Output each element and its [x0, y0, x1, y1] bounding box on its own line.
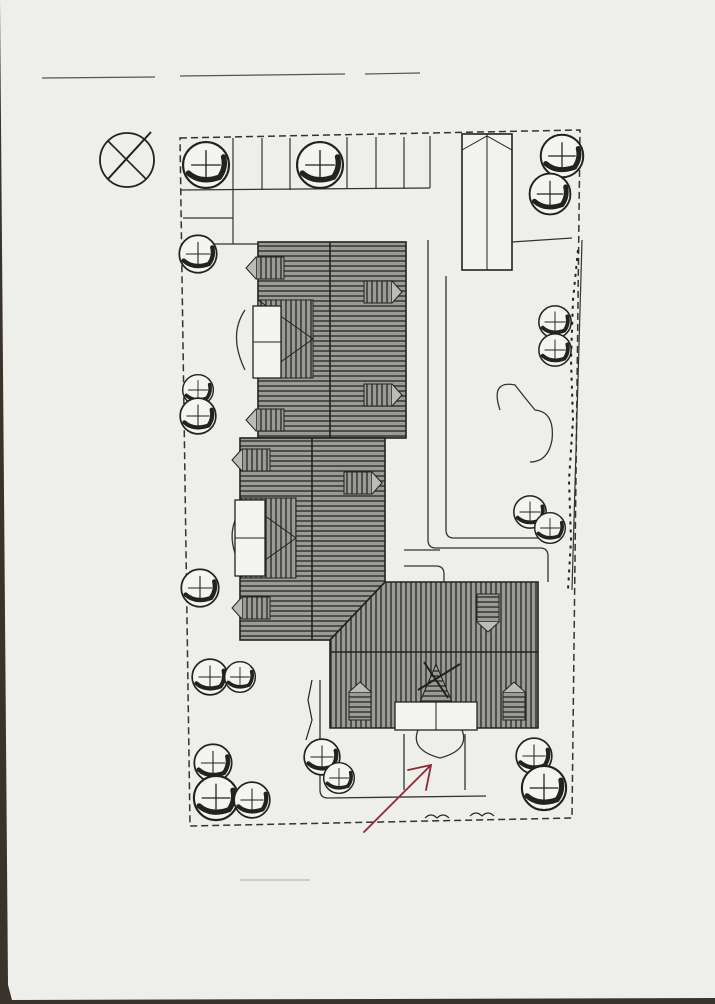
- tree-icon: [192, 659, 228, 695]
- tree-icon: [321, 760, 357, 796]
- building-3-roof: [329, 581, 539, 731]
- boundary-line-right: [571, 239, 583, 591]
- driveway-paths: [231, 237, 573, 799]
- tree-icon: [183, 142, 229, 188]
- tree-icon: [541, 135, 584, 178]
- building-1-roof: [245, 241, 407, 439]
- building-2-roof: [231, 437, 386, 641]
- tree-icon: [222, 659, 258, 695]
- north-arrow-icon: [99, 131, 155, 188]
- header-rules: [41, 72, 421, 79]
- shrub-marks: [305, 679, 495, 819]
- lawn-curve: [496, 383, 554, 463]
- tree-icon: [297, 142, 343, 188]
- carport-building: [461, 133, 513, 271]
- tree-icon: [179, 235, 216, 272]
- tree-icon: [180, 398, 216, 434]
- arrow-icon: [363, 763, 433, 833]
- hedge-line: [567, 249, 579, 591]
- tree-icon: [234, 782, 270, 818]
- tree-icon: [181, 569, 218, 606]
- tree-icon: [530, 174, 571, 215]
- parking-stalls: [179, 136, 431, 245]
- tree-icon: [194, 776, 238, 820]
- tree-icon: [536, 331, 574, 369]
- tree-icon: [522, 766, 566, 810]
- tree-icon: [532, 510, 568, 546]
